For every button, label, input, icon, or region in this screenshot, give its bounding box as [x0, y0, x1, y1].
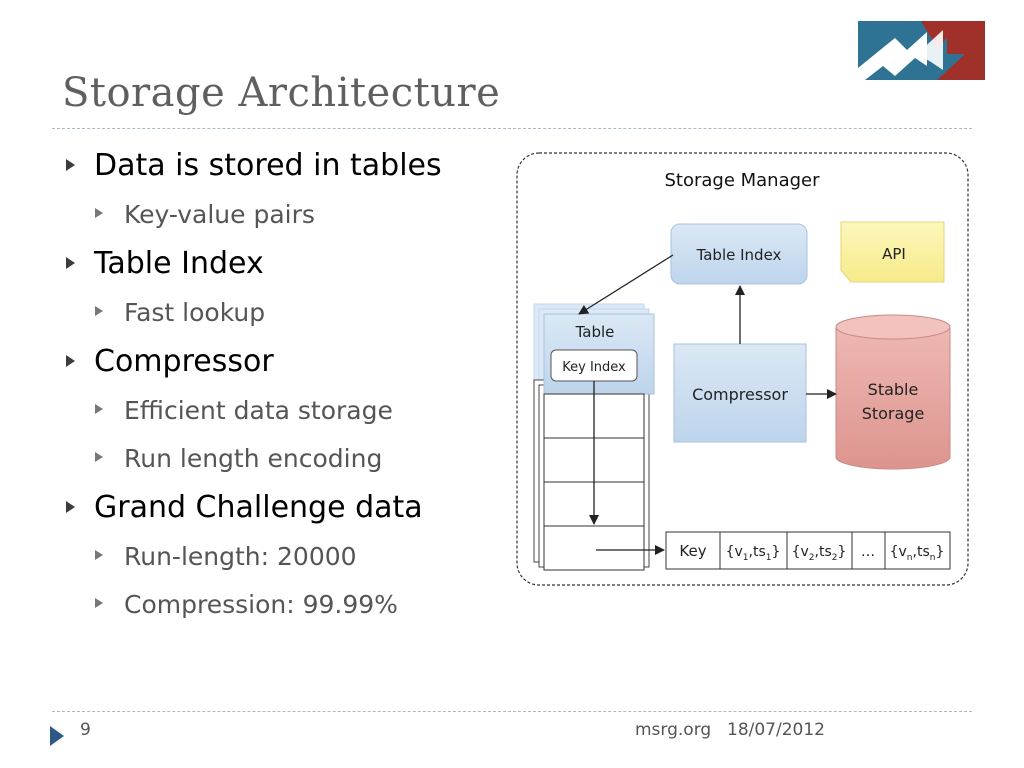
- footer: 9 msrg.org 18/07/2012: [0, 712, 1024, 752]
- sub-bullet-item: Run length encoding: [62, 439, 502, 487]
- triangle-bullet-icon: [95, 452, 103, 462]
- title-divider: [52, 128, 972, 129]
- bullet-item: Data is stored in tables: [62, 145, 502, 195]
- footer-date: 18/07/2012: [727, 720, 825, 740]
- slide-title: Storage Architecture: [62, 70, 501, 116]
- record-ellipsis-cell: …: [861, 544, 875, 560]
- footer-arrow-icon: [50, 726, 64, 746]
- msrg-logo: [855, 18, 988, 83]
- table-index-box: Table Index: [670, 223, 808, 285]
- record-key-cell: Key: [679, 542, 706, 560]
- bullet-item: Table Index: [62, 243, 502, 293]
- table-label: Table: [575, 323, 615, 341]
- sub-bullet-item: Key-value pairs: [62, 195, 502, 243]
- triangle-bullet-icon: [95, 404, 103, 414]
- storage-manager-diagram: Storage Manager Table Index API Table Ke…: [516, 152, 969, 586]
- stable-storage-label-line1: Stable: [868, 380, 919, 399]
- api-note: API: [840, 221, 945, 283]
- footer-divider: [52, 711, 972, 712]
- arrow-index-to-table: [578, 254, 674, 315]
- triangle-bullet-icon: [66, 159, 75, 171]
- bullet-list: Data is stored in tables Key-value pairs…: [62, 145, 502, 633]
- key-value-record: Key {v1,ts1} {v2,ts2} … {vn,tsn}: [665, 531, 951, 570]
- triangle-bullet-icon: [66, 501, 75, 513]
- sub-bullet-item: Compression: 99.99%: [62, 585, 502, 633]
- sub-bullet-item: Fast lookup: [62, 293, 502, 341]
- triangle-bullet-icon: [95, 598, 103, 608]
- triangle-bullet-icon: [95, 208, 103, 218]
- bullet-item: Grand Challenge data: [62, 487, 502, 537]
- bullet-item: Compressor: [62, 341, 502, 391]
- stable-storage-cylinder: Stable Storage: [835, 314, 951, 470]
- sub-bullet-item: Efficient data storage: [62, 391, 502, 439]
- api-label: API: [882, 245, 906, 263]
- triangle-bullet-icon: [66, 257, 75, 269]
- compressor-label: Compressor: [692, 385, 788, 404]
- key-index-label: Key Index: [562, 360, 626, 375]
- footer-site: msrg.org: [635, 720, 712, 740]
- table-index-label: Table Index: [696, 246, 782, 264]
- storage-manager-title: Storage Manager: [664, 170, 820, 191]
- triangle-bullet-icon: [66, 355, 75, 367]
- record-value-cell: {v2,ts2}: [792, 544, 847, 563]
- stable-storage-label-line2: Storage: [862, 404, 925, 423]
- sub-bullet-item: Run-length: 20000: [62, 537, 502, 585]
- triangle-bullet-icon: [95, 306, 103, 316]
- triangle-bullet-icon: [95, 550, 103, 560]
- compressor-box: Compressor: [673, 343, 807, 443]
- page-number: 9: [80, 720, 91, 740]
